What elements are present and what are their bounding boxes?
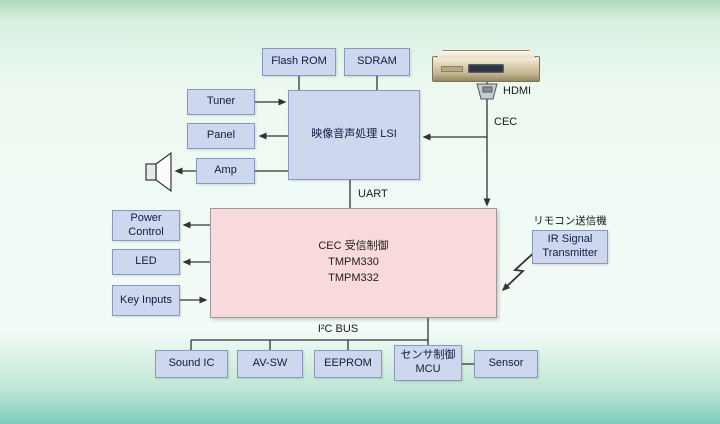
block-eeprom: EEPROM [314,350,382,378]
block-led: LED [112,249,180,275]
label-remote-transmitter: リモコン送信機 [533,215,607,227]
hdmi-plug-icon [476,83,498,100]
block-power-control: Power Control [112,210,180,241]
block-sensor: Sensor [474,350,538,378]
block-sdram: SDRAM [344,48,410,76]
mcu-part-number-1: TMPM330 [328,256,379,269]
block-sound-ic: Sound IC [155,350,228,378]
block-av-sw: AV-SW [237,350,303,378]
block-ir-transmitter: IR Signal Transmitter [532,230,608,264]
ir-signal-arrow [501,247,540,292]
mcu-function-label: CEC 受信制御 [318,240,389,253]
block-panel: Panel [187,123,255,149]
label-uart: UART [358,188,388,200]
player-display [468,64,504,73]
label-i2c-bus: I²C BUS [317,323,359,335]
player-tray [441,66,463,72]
label-hdmi: HDMI [503,85,532,97]
mcu-part-number-2: TMPM332 [328,271,379,284]
block-flash-rom: Flash ROM [262,48,336,76]
block-av-lsi: 映像音声処理 LSI [288,90,420,180]
block-key-inputs: Key Inputs [112,285,180,316]
block-cec-mcu: CEC 受信制御 TMPM330 TMPM332 [210,208,497,318]
block-amp: Amp [196,158,255,184]
block-sensor-mcu: センサ制御 MCU [394,345,462,381]
bus-and-signal-lines [174,76,540,365]
block-tuner: Tuner [187,89,255,115]
speaker-icon [145,151,172,193]
dvd-player-icon [432,56,540,82]
label-cec: CEC [494,116,518,128]
